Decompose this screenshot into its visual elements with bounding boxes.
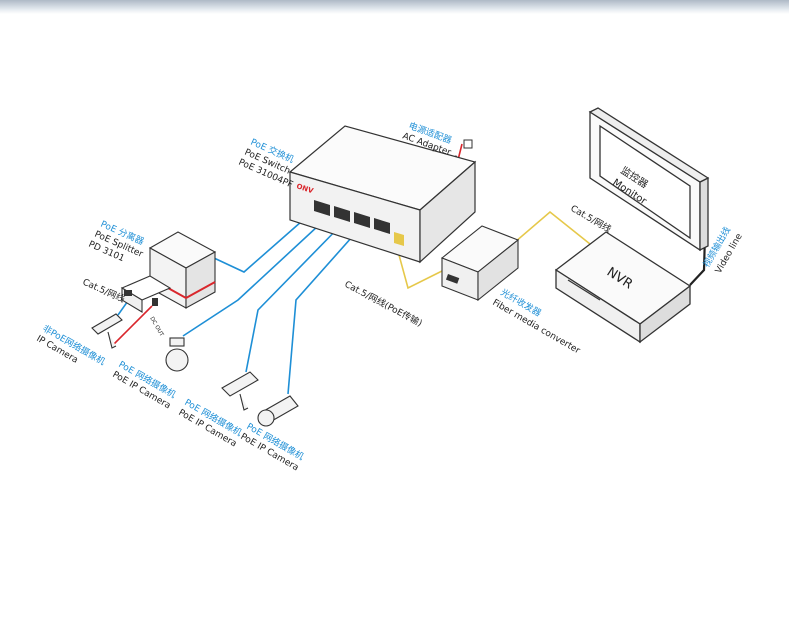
lan-cables bbox=[395, 210, 591, 290]
switch-port-3 bbox=[354, 212, 370, 228]
cable-switch-bullet-camera-1 bbox=[245, 219, 347, 373]
poe-cables bbox=[117, 206, 361, 395]
cable-fiber-nvr bbox=[507, 210, 591, 249]
fiber-media-converter bbox=[440, 225, 520, 302]
switch-port-2 bbox=[334, 206, 350, 222]
monitor bbox=[588, 107, 710, 252]
poe-dome-camera bbox=[165, 337, 189, 372]
switch-port-1 bbox=[314, 200, 330, 216]
nvr-recorder bbox=[554, 231, 692, 344]
cable-switch-splitter bbox=[213, 206, 319, 273]
poe-bullet-camera-1 bbox=[221, 371, 259, 411]
poe-splitter bbox=[120, 231, 217, 313]
switch-ports bbox=[314, 200, 404, 246]
non-poe-ip-camera bbox=[91, 313, 123, 349]
cable-splitter-dc-out bbox=[111, 305, 153, 347]
cable-switch-dome-camera bbox=[182, 212, 333, 337]
switch-port-4 bbox=[374, 218, 390, 234]
poe-switch bbox=[288, 125, 477, 264]
cat5-nvr-label: Cat.5/网线 bbox=[569, 202, 614, 235]
splitter-dc-out-label: DC OUT bbox=[148, 316, 164, 338]
top-gradient-bar bbox=[0, 0, 789, 14]
poe-bullet-camera-2 bbox=[257, 395, 299, 427]
cable-switch-fiber bbox=[395, 243, 449, 290]
cable-switch-bullet-camera-2 bbox=[287, 227, 361, 395]
cat5-left-label: Cat.5/网线 bbox=[81, 276, 127, 305]
switch-port-uplink bbox=[394, 232, 404, 246]
